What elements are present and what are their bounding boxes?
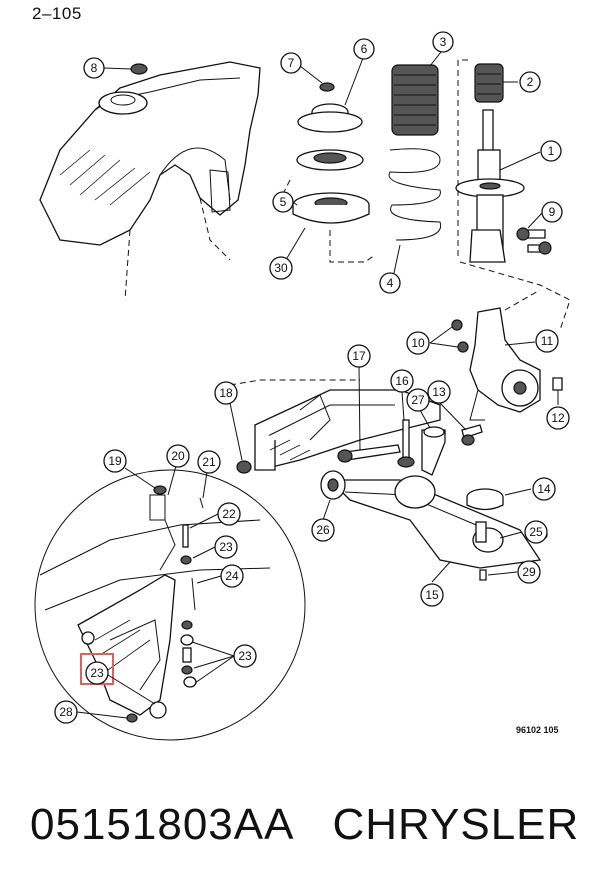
vertical-bolt (397, 419, 415, 468)
detail-inset (34, 469, 306, 741)
svg-text:17: 17 (352, 349, 366, 363)
callout-15: 15 (420, 583, 444, 607)
callout-11: 11 (535, 329, 559, 353)
svg-text:16: 16 (395, 374, 409, 388)
svg-text:13: 13 (432, 385, 446, 399)
svg-text:25: 25 (529, 525, 543, 539)
crossmember-nut (236, 460, 252, 474)
svg-text:8: 8 (91, 61, 98, 75)
callout-7: 7 (280, 52, 302, 74)
svg-text:23: 23 (238, 649, 252, 663)
svg-text:24: 24 (225, 569, 239, 583)
callout-25: 25 (524, 520, 548, 544)
callout-18: 18 (214, 381, 238, 405)
part-number-line: 05151803AA CHRYSLER (30, 800, 579, 850)
svg-text:3: 3 (440, 35, 447, 49)
callout-8: 8 (83, 57, 105, 79)
callout-12: 12 (546, 406, 570, 430)
svg-text:5: 5 (280, 195, 287, 209)
callout-24: 24 (220, 564, 244, 588)
coil-spring (388, 64, 442, 241)
jounce-bumper (474, 63, 504, 103)
svg-text:30: 30 (274, 261, 288, 275)
svg-text:14: 14 (537, 482, 551, 496)
ball-joint-bracket (421, 426, 446, 476)
page-label: 2–105 (32, 4, 82, 23)
callout-9: 9 (541, 201, 563, 223)
svg-text:4: 4 (387, 276, 394, 290)
svg-text:26: 26 (316, 523, 330, 537)
callout-28: 28 (54, 700, 78, 724)
callout-26: 26 (311, 518, 335, 542)
figure-reference: 96102 105 (516, 725, 559, 735)
callout-27: 27 (406, 388, 430, 412)
knuckle-bolt (461, 424, 483, 446)
brand-name: CHRYSLER (332, 800, 580, 849)
callout-23b: 23 (233, 644, 257, 668)
callout-1: 1 (540, 140, 562, 162)
svg-text:2: 2 (527, 75, 534, 89)
callout-3: 3 (432, 31, 454, 53)
svg-text:11: 11 (541, 334, 554, 348)
steering-knuckle (451, 307, 563, 421)
svg-text:19: 19 (108, 454, 122, 468)
callout-5: 5 (272, 191, 294, 213)
callout-23c: 23 (85, 661, 109, 685)
callout-30: 30 (269, 256, 293, 280)
svg-text:22: 22 (222, 507, 236, 521)
callout-6: 6 (353, 38, 375, 60)
part-number: 05151803AA (30, 800, 295, 849)
svg-text:18: 18 (219, 386, 233, 400)
svg-text:27: 27 (411, 393, 425, 407)
callout-10: 10 (406, 331, 430, 355)
suspension-exploded-diagram: 1 2 3 4 5 6 7 8 9 10 11 12 13 14 15 16 1… (34, 31, 571, 741)
lower-control-arm (320, 470, 548, 581)
svg-text:12: 12 (551, 411, 565, 425)
fender-panel (39, 61, 261, 301)
callout-2: 2 (519, 71, 541, 93)
svg-text:6: 6 (361, 42, 368, 56)
callout-29: 29 (517, 560, 541, 584)
callout-13: 13 (427, 380, 451, 404)
svg-text:23: 23 (90, 666, 104, 680)
svg-text:21: 21 (202, 455, 216, 469)
callout-17: 17 (347, 344, 371, 368)
svg-text:9: 9 (549, 205, 556, 219)
svg-text:29: 29 (522, 565, 536, 579)
svg-text:20: 20 (171, 449, 185, 463)
callout-14: 14 (532, 477, 556, 501)
callout-19: 19 (103, 449, 127, 473)
strut-assembly (455, 59, 571, 331)
upper-mount-stack (279, 82, 376, 263)
crossmember (229, 379, 441, 471)
callout-20: 20 (166, 444, 190, 468)
callout-23a: 23 (214, 535, 238, 559)
callout-16: 16 (390, 369, 414, 393)
svg-text:15: 15 (425, 588, 439, 602)
svg-text:7: 7 (288, 56, 295, 70)
svg-text:23: 23 (219, 540, 233, 554)
svg-text:28: 28 (59, 705, 73, 719)
leader-lines (76, 51, 559, 719)
strut-bolts (516, 227, 552, 255)
pivot-bolt (337, 444, 401, 463)
svg-text:10: 10 (411, 336, 425, 350)
svg-text:1: 1 (548, 144, 555, 158)
callout-4: 4 (379, 272, 401, 294)
callout-22: 22 (217, 502, 241, 526)
upper-nut (130, 63, 148, 75)
callout-21: 21 (197, 450, 221, 474)
